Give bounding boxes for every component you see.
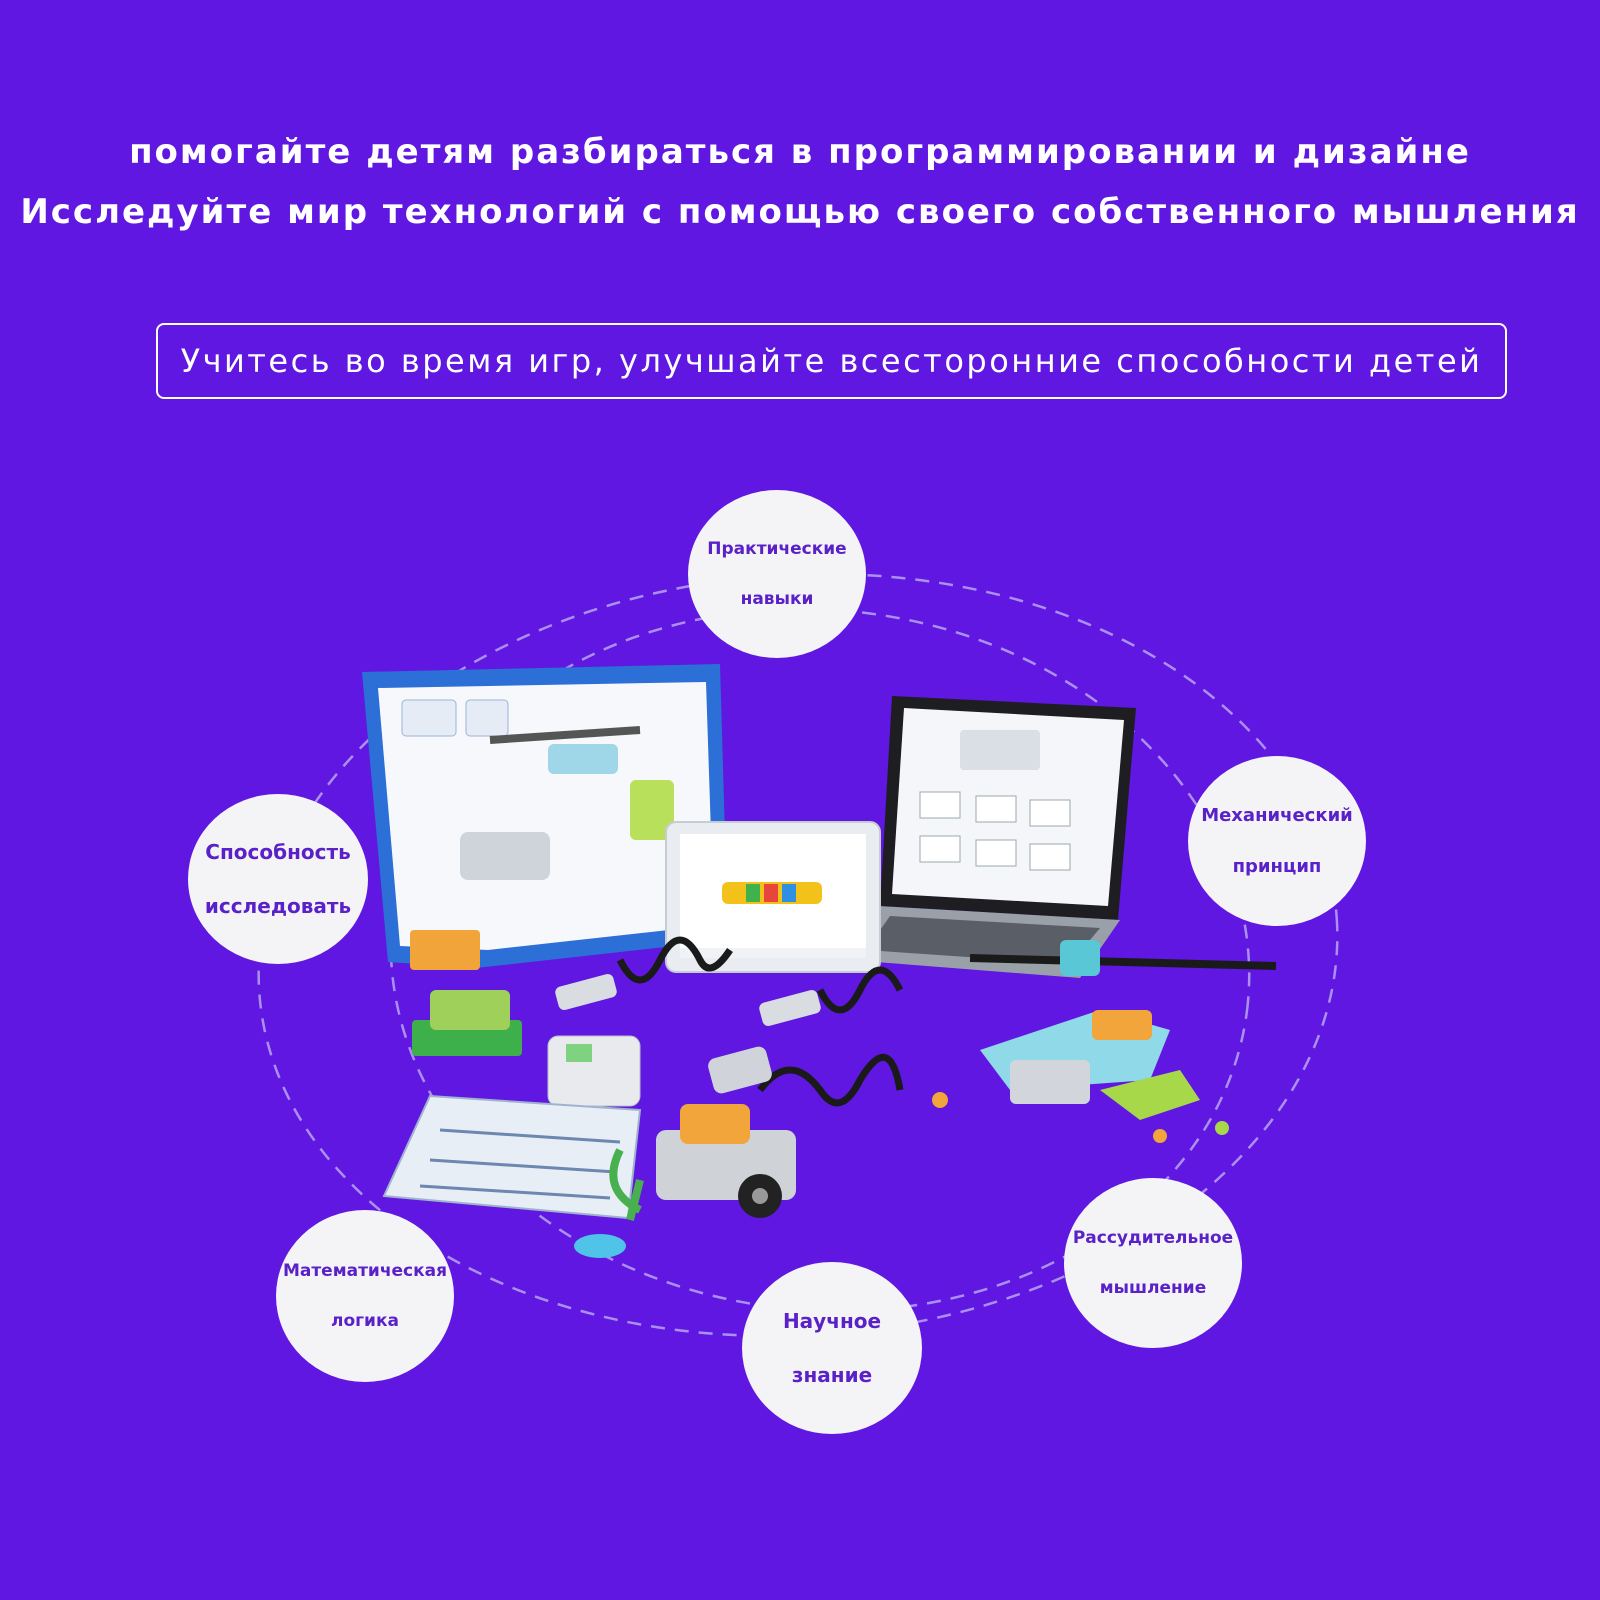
robot-parts-image	[382, 936, 1277, 1258]
headline-primary: помогайте детям разбираться в программир…	[129, 132, 1471, 172]
headline-secondary: Исследуйте мир технологий с помощью свое…	[20, 192, 1580, 232]
skill-bubble-science: Научное знание	[742, 1262, 922, 1434]
skill-bubble-mechanical: Механический принцип	[1188, 756, 1366, 926]
skill-bubble-math: Математическая логика	[276, 1210, 454, 1382]
skill-bubble-reasoning: Рассудительное мышление	[1064, 1178, 1242, 1348]
skill-label-line1: Рассудительное	[1072, 1228, 1234, 1248]
skill-label-line1: Научное	[782, 1309, 882, 1333]
skill-label-line2: знание	[791, 1363, 873, 1387]
skill-label-line1: Математическая	[282, 1261, 448, 1281]
skill-label-line1: Практические	[707, 539, 847, 559]
laptop-image	[850, 696, 1136, 978]
tablet-board-image	[362, 664, 728, 1056]
skill-label-line1: Механический	[1201, 805, 1353, 826]
tablet-device-image	[665, 821, 881, 973]
skill-label-line2: мышление	[1099, 1278, 1207, 1298]
skill-bubble-research: Способность исследовать	[188, 794, 368, 964]
skill-label-line1: Способность	[205, 840, 351, 864]
skill-label-line2: навыки	[740, 589, 814, 609]
skill-bubble-practical: Практические навыки	[688, 490, 866, 658]
skill-label-line2: логика	[331, 1311, 399, 1331]
skill-label-line2: принцип	[1232, 856, 1322, 877]
tagline-text: Учитесь во время игр, улучшайте всесторо…	[180, 342, 1483, 380]
skill-label-line2: исследовать	[204, 894, 352, 918]
tagline-banner: Учитесь во время игр, улучшайте всесторо…	[156, 323, 1507, 399]
